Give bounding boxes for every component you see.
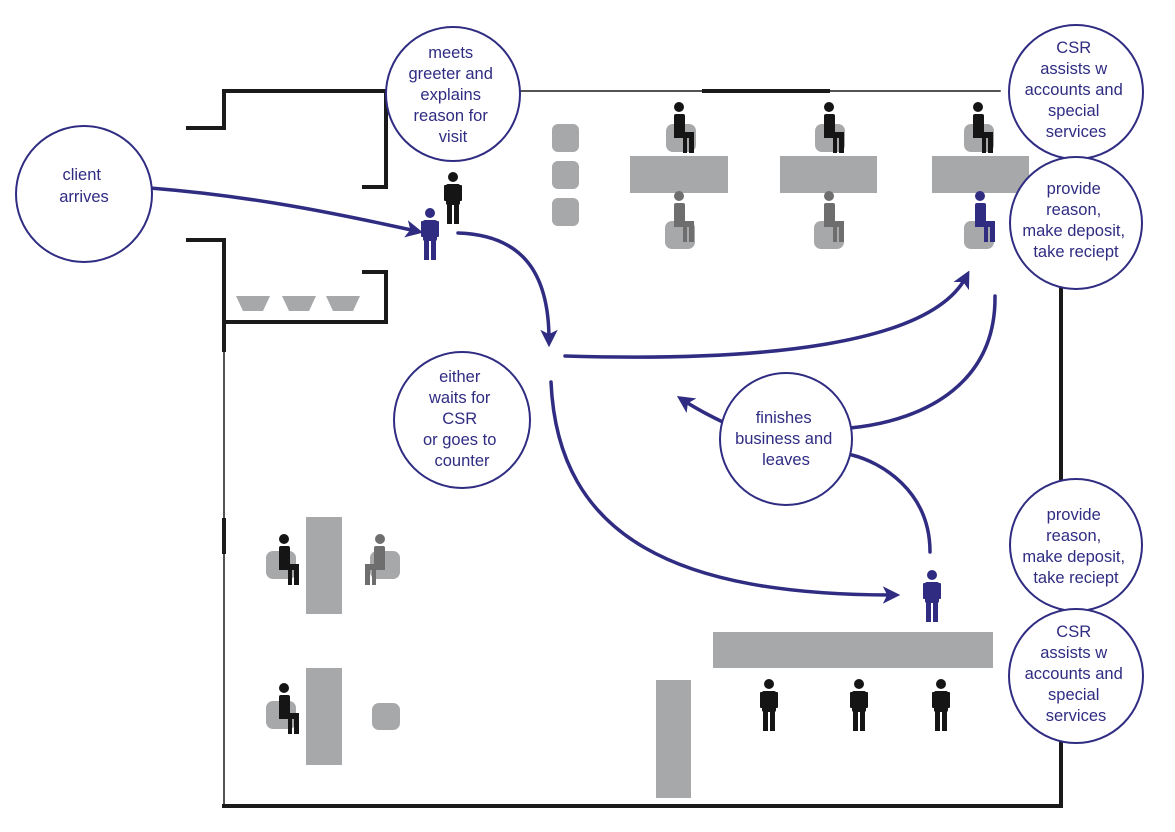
bubble-line: services	[1046, 707, 1107, 725]
bubble-csr-assists-top: CSR assists w accounts and special servi…	[1008, 24, 1144, 160]
bubble-line: business and	[735, 430, 832, 448]
bench-seat	[282, 296, 316, 311]
bubble-line: accounts and	[1025, 665, 1123, 683]
bubble-line: visit	[439, 128, 468, 146]
bubble-line: or goes to	[423, 431, 496, 449]
bubble-line: either	[439, 368, 481, 386]
furniture	[236, 124, 1029, 798]
bubble-csr-assists-bottom: CSR assists w accounts and special servi…	[1008, 608, 1144, 744]
bubble-line: meets	[428, 44, 473, 62]
bubble-line: provide	[1047, 506, 1101, 524]
bubble-line: take reciept	[1033, 243, 1119, 261]
svg-text:CSR assists w: CSR assists w accounts and special servi…	[1025, 39, 1128, 141]
bubble-provide-reason-bottom: provide reason, make deposit, take recie…	[1009, 478, 1143, 612]
arrow-decision-to-counter	[549, 380, 901, 604]
side-counter	[656, 680, 691, 798]
bubble-line: reason,	[1046, 527, 1101, 545]
bench-seat	[326, 296, 360, 311]
bubble-line: client	[62, 166, 101, 184]
bubble-line: special	[1048, 686, 1099, 704]
teller-person	[760, 679, 778, 731]
bubble-line: arrives	[59, 188, 109, 206]
bubble-client-arrives: client arrives	[15, 125, 153, 263]
bubble-line: services	[1046, 123, 1107, 141]
bubble-meets-greeter: meets greeter and explains reason for vi…	[385, 26, 521, 162]
bubble-line: make deposit,	[1022, 222, 1125, 240]
arrow-finish-to-exit	[676, 395, 729, 426]
teller-person	[932, 679, 950, 731]
bubble-line: accounts and	[1025, 81, 1123, 99]
bubble-line: explains	[420, 86, 481, 104]
bubble-provide-reason-top: provide reason, make deposit, take recie…	[1009, 156, 1143, 290]
svg-text:either waits for: either waits for CSR or goes to counter	[423, 368, 501, 470]
bubble-line: reason,	[1046, 201, 1101, 219]
bubble-line: CSR	[1056, 623, 1091, 641]
teller-counter	[713, 632, 993, 668]
teller-person	[850, 679, 868, 731]
bubble-line: leaves	[762, 451, 810, 469]
svg-text:finishes business and: finishes business and leaves	[735, 409, 837, 469]
client-person	[923, 570, 941, 622]
csr-desk	[932, 156, 1029, 193]
client-chair	[665, 221, 695, 249]
bubble-line: finishes	[756, 409, 812, 427]
bubble-either-waits: either waits for CSR or goes to counter	[393, 351, 531, 489]
svg-text:CSR assists w: CSR assists w accounts and special servi…	[1025, 623, 1128, 725]
bottom-right-wall	[222, 286, 1063, 808]
office-chair	[372, 703, 400, 730]
bubble-line: provide	[1047, 180, 1101, 198]
svg-text:meets greeter and: meets greeter and explains reason for vi…	[409, 44, 498, 146]
bubble-line: greeter and	[409, 65, 493, 83]
csr-desk	[780, 156, 877, 193]
bubble-line: make deposit,	[1022, 548, 1125, 566]
flow-arrows	[148, 186, 997, 604]
waiting-chair	[552, 124, 579, 152]
arrow-csr-to-finish	[848, 294, 997, 430]
arrow-arrival-to-greeter	[148, 186, 424, 238]
bubble-line: CSR	[1056, 39, 1091, 57]
svg-text:client arrives: client arrives	[59, 166, 109, 206]
bubble-line: CSR	[442, 410, 477, 428]
bubble-line: assists w	[1040, 644, 1107, 662]
arrow-counter-to-finish	[850, 453, 932, 554]
greeter-person	[444, 172, 462, 224]
arrow-greeter-to-decision	[456, 231, 558, 348]
bubble-line: counter	[434, 452, 490, 470]
waiting-chair	[552, 198, 579, 226]
arrow-decision-to-csr	[563, 270, 970, 359]
bubble-line: assists w	[1040, 60, 1107, 78]
entry-wall-bottom	[186, 238, 388, 324]
office-desk	[306, 517, 342, 614]
bubble-finishes-business: finishes business and leaves	[719, 372, 853, 506]
csr-desk	[630, 156, 728, 193]
bubble-line: special	[1048, 102, 1099, 120]
bubble-line: take reciept	[1033, 569, 1119, 587]
client-person	[421, 208, 439, 260]
bench-seat	[236, 296, 270, 311]
entry-wall-top	[186, 89, 388, 189]
office-desk	[306, 668, 342, 765]
svg-text:provide reason,: provide reason, make deposit, take recie…	[1022, 506, 1129, 587]
bubbles: client arrives meets greeter and explain…	[15, 24, 1144, 744]
waiting-chair	[552, 161, 579, 189]
bubble-line: waits for	[428, 389, 491, 407]
bubble-line: reason for	[414, 107, 489, 125]
svg-text:provide reason,: provide reason, make deposit, take recie…	[1022, 180, 1129, 261]
